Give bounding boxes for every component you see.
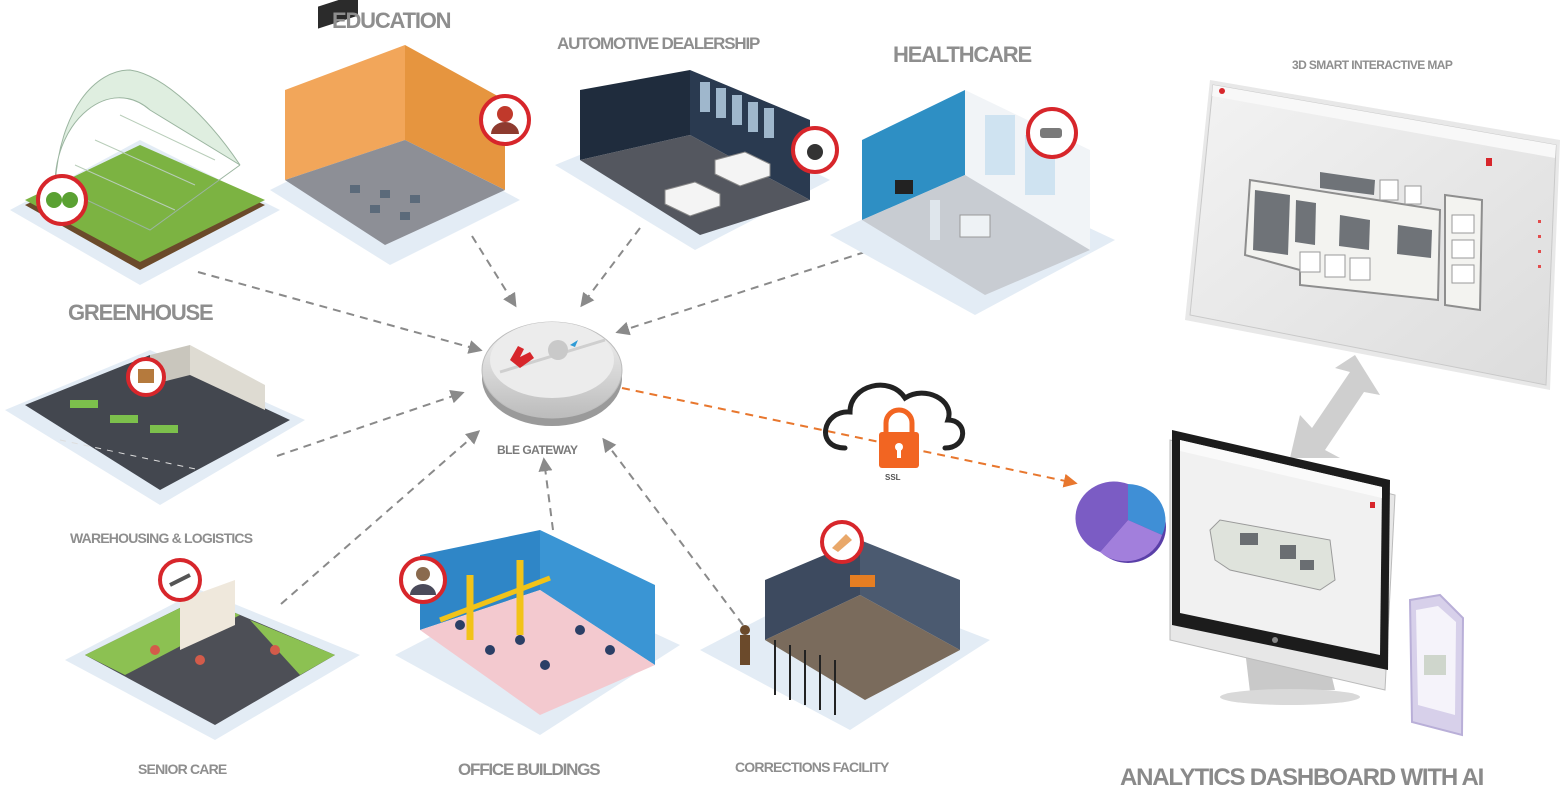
arrow-healthcare xyxy=(615,251,866,336)
label-greenhouse: GREENHOUSE xyxy=(68,300,214,325)
label-3d-map: 3D SMART INTERACTIVE MAP xyxy=(1292,58,1453,72)
label-ble-gateway: BLE GATEWAY xyxy=(497,443,578,457)
connector-arrows xyxy=(197,227,866,626)
label-automotive: AUTOMOTIVE DEALERSHIP xyxy=(557,34,760,53)
analytics-monitor xyxy=(1169,430,1396,705)
automotive-illustration xyxy=(555,70,839,250)
analytics-tablet xyxy=(1408,593,1465,737)
label-ssl: SSL xyxy=(885,473,901,482)
label-office-buildings: OFFICE BUILDINGS xyxy=(458,760,601,779)
arrow-office xyxy=(538,457,554,531)
label-warehousing: WAREHOUSING & LOGISTICS xyxy=(70,530,253,546)
ble-gateway-device-icon xyxy=(481,321,623,426)
arrow-senior-care xyxy=(280,430,481,605)
label-corrections: CORRECTIONS FACILITY xyxy=(735,759,889,775)
arrow-automotive xyxy=(580,227,641,308)
arrow-corrections xyxy=(602,437,744,626)
office-illustration xyxy=(395,530,680,735)
arrow-warehousing xyxy=(276,389,465,457)
cloud-lock-icon xyxy=(823,382,966,468)
senior-care-illustration xyxy=(65,558,360,740)
warehousing-illustration xyxy=(5,345,305,505)
label-education: EDUCATION xyxy=(332,8,452,33)
label-senior-care: SENIOR CARE xyxy=(138,761,227,777)
label-healthcare: HEALTHCARE xyxy=(893,42,1032,67)
arrow-greenhouse xyxy=(197,271,483,354)
education-illustration xyxy=(270,0,531,265)
double-arrow-icon xyxy=(1290,355,1380,458)
label-analytics-dashboard: ANALYTICS DASHBOARD WITH AI xyxy=(1120,764,1484,791)
corrections-illustration xyxy=(700,520,990,730)
arrow-education xyxy=(471,235,517,308)
healthcare-illustration xyxy=(830,90,1115,315)
secure-link-arrow xyxy=(621,387,1078,488)
pie-chart-icon xyxy=(1075,481,1166,563)
interactive-map-screen xyxy=(1185,80,1560,390)
greenhouse-illustration xyxy=(10,69,280,285)
